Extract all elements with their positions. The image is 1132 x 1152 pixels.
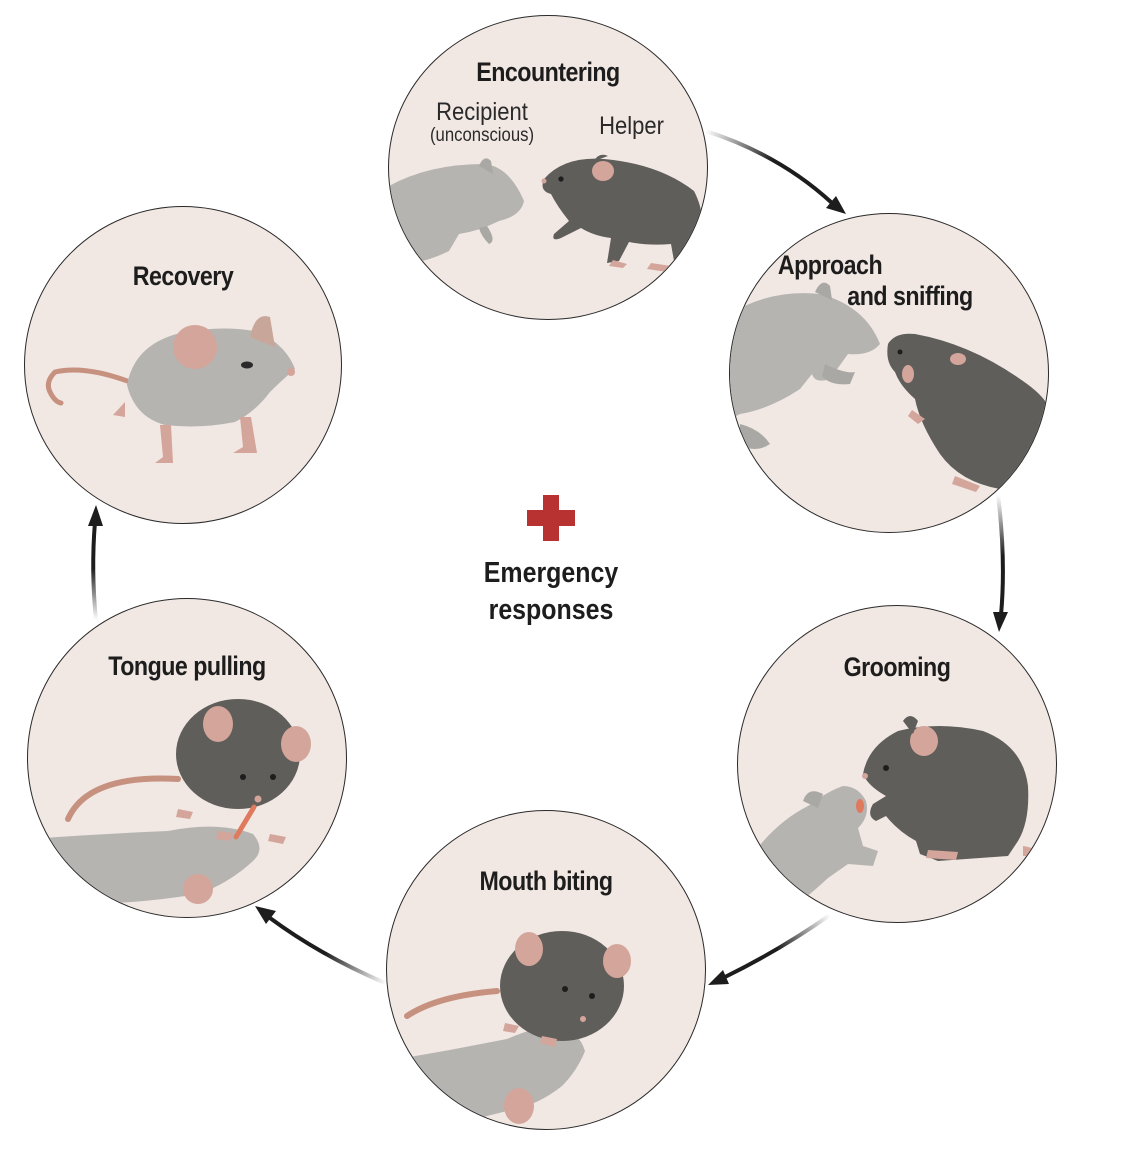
encounter-mice-illustration [389, 154, 703, 287]
stage-mouth-biting: Mouth biting [386, 810, 706, 1130]
arrow-encountering-to-approach [705, 129, 846, 214]
grooming-mice-illustration [738, 716, 1038, 922]
recipient-label: Recipient (unconscious) [416, 98, 548, 147]
recipient-mouse-icon [387, 1026, 585, 1129]
recipient-sublabel: (unconscious) [429, 125, 535, 146]
center-label-line1: Emergency [483, 557, 619, 589]
stage-title: Grooming [843, 652, 951, 682]
recipient-mouse-icon [730, 282, 880, 449]
helper-mouse-icon [887, 333, 1048, 495]
helper-mouse-icon [862, 716, 1038, 861]
mouth-biting-mice-illustration [387, 931, 631, 1129]
helper-mouse-icon [404, 931, 631, 1047]
tongue-pulling-mice-illustration [28, 699, 311, 904]
recovered-mouse-icon [45, 316, 295, 463]
helper-mouse-icon [541, 154, 703, 272]
recipient-mouse-icon [389, 158, 524, 287]
center-label: Emergency responses [456, 555, 647, 629]
helper-label: Helper [599, 112, 664, 140]
center-label-line2: responses [488, 594, 614, 626]
stage-encountering: Encountering Recipient (unconscious) Hel… [388, 15, 708, 320]
recovery-mouse-illustration [45, 316, 295, 463]
recipient-label-text: Recipient [436, 98, 528, 126]
arrow-grooming-to-mouth-biting [708, 913, 832, 985]
arrow-approach-to-grooming [993, 494, 1008, 632]
recipient-mouse-icon [738, 786, 878, 922]
stage-recovery: Recovery [24, 206, 342, 524]
stage-approach-and-sniffing: Approach and sniffing [729, 213, 1049, 533]
helper-mouse-icon [65, 699, 311, 844]
arrow-tongue-pulling-to-recovery [88, 505, 103, 621]
stage-grooming: Grooming [737, 605, 1057, 923]
stage-title-line1: Approach [777, 250, 883, 280]
arrow-mouth-biting-to-tongue-pulling [255, 906, 386, 985]
approach-mice-illustration [730, 282, 1048, 495]
stage-tongue-pulling: Tongue pulling [27, 598, 347, 918]
recipient-mouse-icon [28, 826, 260, 904]
stage-title-line2: and sniffing [847, 281, 973, 311]
stage-title: Encountering [476, 57, 620, 87]
stage-title: Tongue pulling [108, 651, 266, 681]
stage-title: Mouth biting [479, 866, 613, 896]
red-cross-icon [527, 495, 575, 541]
stage-title: Recovery [132, 261, 234, 291]
